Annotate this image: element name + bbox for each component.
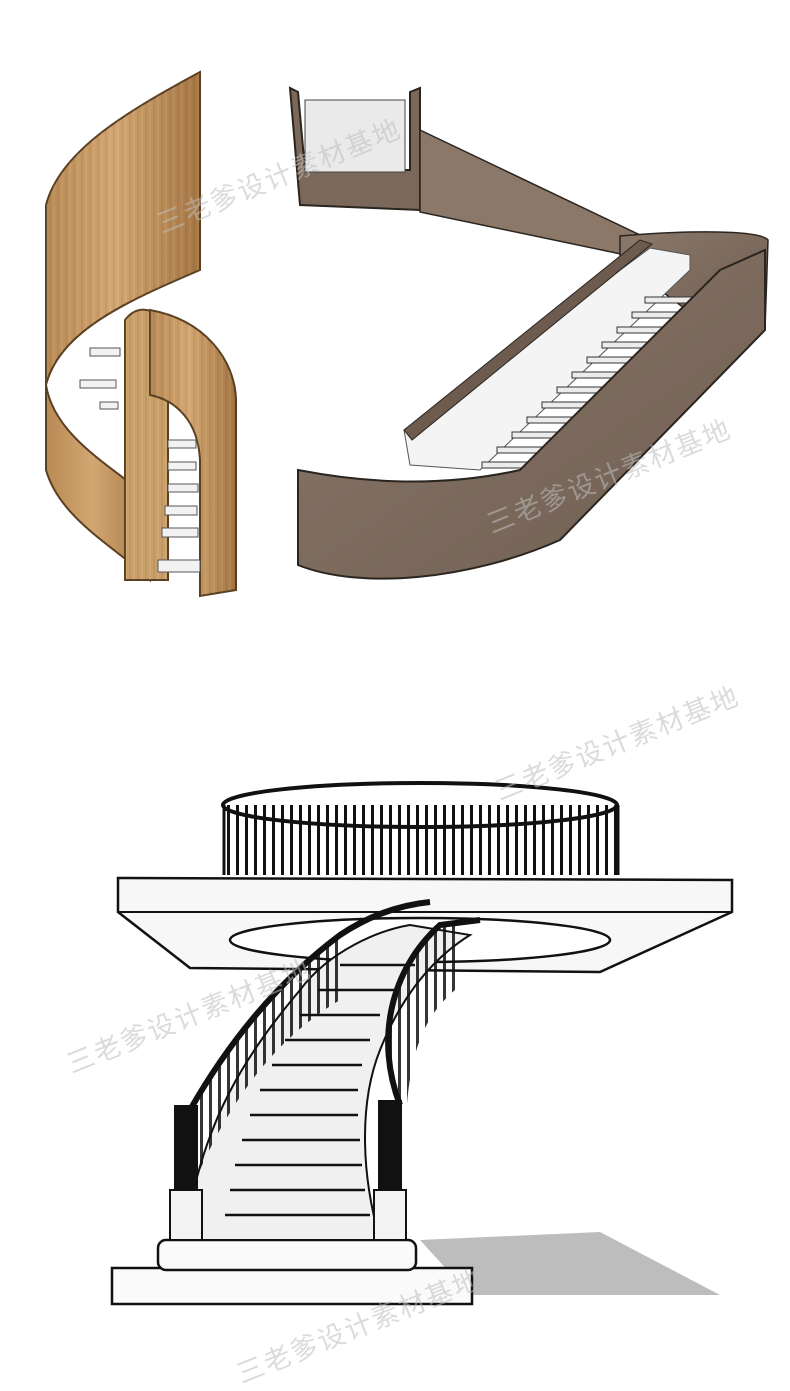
curved-baluster-staircase [110, 781, 734, 1306]
collage-svg [45, 70, 769, 1306]
walnut-switchback-staircase [288, 86, 769, 580]
spiral-wood-staircase [45, 70, 237, 598]
staircase-collage: 三老爹设计素材基地 三老爹设计素材基地 三老爹设计素材基地 三老爹设计素材基地 … [45, 70, 769, 1390]
